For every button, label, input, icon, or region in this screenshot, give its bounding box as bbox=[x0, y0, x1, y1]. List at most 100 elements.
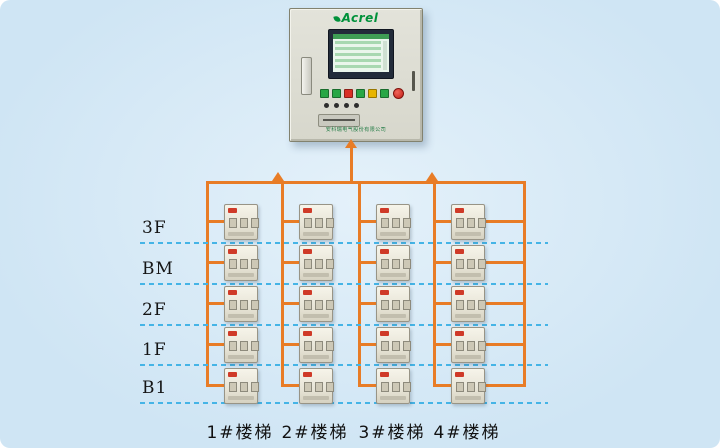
fire-monitor-device bbox=[224, 245, 259, 281]
floor-divider-line bbox=[140, 283, 548, 285]
device-terminals bbox=[381, 259, 411, 269]
device-terminals bbox=[229, 382, 259, 392]
device-terminals bbox=[456, 382, 486, 392]
device-brand-mark bbox=[455, 208, 464, 213]
lcd-display bbox=[333, 34, 389, 72]
fire-monitor-device bbox=[451, 368, 486, 404]
branch-stub bbox=[284, 261, 299, 264]
device-brand-mark bbox=[228, 249, 237, 254]
fire-monitor-device bbox=[299, 327, 334, 363]
device-base bbox=[455, 355, 481, 359]
fire-monitor-device bbox=[451, 286, 486, 322]
device-base bbox=[455, 314, 481, 318]
device-terminals bbox=[381, 218, 411, 228]
device-base bbox=[228, 355, 254, 359]
device-base bbox=[380, 314, 406, 318]
device-terminals bbox=[456, 259, 486, 269]
fire-monitor-device bbox=[376, 327, 411, 363]
branch-stub bbox=[209, 384, 224, 387]
fire-monitor-device bbox=[224, 327, 259, 363]
device-terminals bbox=[229, 341, 259, 351]
floor-divider-line bbox=[140, 402, 548, 404]
staircase-label: 1#楼梯 bbox=[206, 423, 274, 443]
floor-label: BM bbox=[142, 259, 174, 279]
panel-button bbox=[356, 89, 365, 98]
branch-stub bbox=[209, 261, 224, 264]
fire-monitor-device bbox=[376, 245, 411, 281]
fire-monitor-device bbox=[451, 327, 486, 363]
fire-monitor-device bbox=[224, 368, 259, 404]
branch-stub bbox=[361, 343, 376, 346]
device-base bbox=[303, 273, 329, 277]
panel-button bbox=[344, 89, 353, 98]
branch-stub bbox=[436, 261, 451, 264]
up-arrow-icon bbox=[345, 139, 357, 148]
device-base bbox=[228, 314, 254, 318]
device-terminals bbox=[304, 300, 334, 310]
branch-stub bbox=[436, 302, 451, 305]
panel-keys-row bbox=[324, 103, 359, 108]
device-brand-mark bbox=[455, 249, 464, 254]
floor-label: 1F bbox=[142, 340, 167, 360]
device-brand-mark bbox=[380, 208, 389, 213]
branch-stub bbox=[209, 343, 224, 346]
device-brand-mark bbox=[380, 331, 389, 336]
branch-stub bbox=[209, 302, 224, 305]
device-brand-mark bbox=[228, 331, 237, 336]
branch-stub bbox=[361, 220, 376, 223]
device-brand-mark bbox=[303, 372, 312, 377]
fire-monitor-device bbox=[376, 204, 411, 240]
lcd-text-rows bbox=[335, 41, 381, 70]
floor-divider-line bbox=[140, 364, 548, 366]
device-terminals bbox=[304, 259, 334, 269]
panel-button bbox=[332, 89, 341, 98]
device-base bbox=[303, 314, 329, 318]
branch-stub bbox=[361, 384, 376, 387]
device-terminals bbox=[381, 341, 411, 351]
panel-button bbox=[368, 89, 377, 98]
device-brand-mark bbox=[303, 249, 312, 254]
printer-slot bbox=[318, 114, 360, 127]
device-base bbox=[228, 396, 254, 400]
device-brand-mark bbox=[455, 331, 464, 336]
branch-stub bbox=[284, 384, 299, 387]
staircase-label: 4#楼梯 bbox=[433, 423, 501, 443]
device-terminals bbox=[229, 259, 259, 269]
device-terminals bbox=[304, 341, 334, 351]
device-brand-mark bbox=[455, 372, 464, 377]
device-terminals bbox=[381, 382, 411, 392]
device-brand-mark bbox=[380, 290, 389, 295]
up-arrow-icon bbox=[426, 172, 438, 181]
device-base bbox=[303, 396, 329, 400]
device-base bbox=[303, 232, 329, 236]
device-brand-mark bbox=[303, 331, 312, 336]
device-base bbox=[380, 273, 406, 277]
branch-stub bbox=[361, 261, 376, 264]
indicator-tube bbox=[301, 57, 312, 95]
cabinet-footer-text: 安科瑞电气股份有限公司 bbox=[325, 127, 387, 133]
device-base bbox=[380, 396, 406, 400]
branch-stub bbox=[284, 220, 299, 223]
device-brand-mark bbox=[228, 290, 237, 295]
fire-monitor-device bbox=[224, 286, 259, 322]
device-base bbox=[228, 232, 254, 236]
control-cabinet: Acrel 安科瑞电气股份有限公司 bbox=[289, 8, 423, 142]
device-terminals bbox=[381, 300, 411, 310]
branch-stub bbox=[483, 261, 523, 264]
panel-button bbox=[320, 89, 329, 98]
lcd-scrollbar bbox=[383, 41, 387, 70]
cabinet-screen bbox=[328, 29, 394, 79]
fire-monitor-device bbox=[299, 368, 334, 404]
floor-divider-line bbox=[140, 242, 548, 244]
branch-stub bbox=[436, 220, 451, 223]
up-arrow-icon bbox=[272, 172, 284, 181]
bus-line-horizontal bbox=[206, 181, 526, 184]
panel-button-row bbox=[320, 89, 389, 98]
branch-stub bbox=[209, 220, 224, 223]
acrel-logo: Acrel bbox=[290, 11, 422, 25]
fire-monitor-device bbox=[376, 368, 411, 404]
device-terminals bbox=[229, 218, 259, 228]
door-handle bbox=[412, 71, 415, 91]
device-brand-mark bbox=[380, 249, 389, 254]
